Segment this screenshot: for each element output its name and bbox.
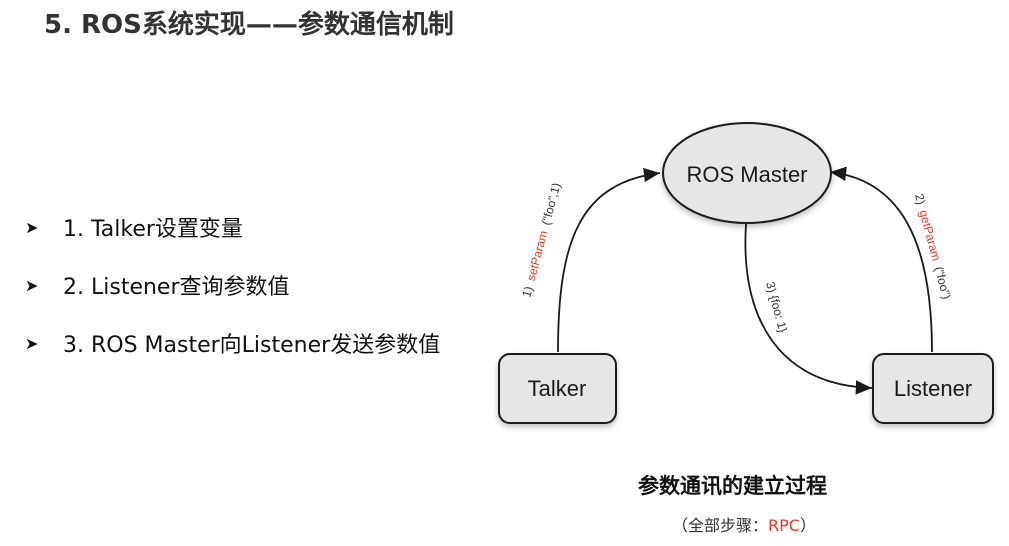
edge2-args: ("foo") [932, 265, 954, 301]
edge1-label: 1) setParam ("foo",1) [519, 181, 563, 299]
page-title: 5. ROS系统实现——参数通信机制 [44, 10, 454, 40]
subcaption-rpc: RPC [768, 516, 800, 535]
edge2-num: 2) [912, 192, 928, 206]
edge3-label: 3) {foo: 1} [763, 280, 790, 334]
bullet-item: ➤ 3. ROS Master向Listener发送参数值 [25, 323, 440, 363]
bullet-item: ➤ 1. Talker设置变量 [25, 207, 440, 247]
listener-node [872, 353, 994, 424]
diagram-subcaption: （全部步骤：RPC） [672, 512, 816, 536]
bullet-text: 1. Talker设置变量 [63, 217, 243, 242]
bullet-list: ➤ 1. Talker设置变量 ➤ 2. Listener查询参数值 ➤ 3. … [25, 207, 440, 381]
listener-label: Listener [894, 376, 972, 401]
edge1-num: 1) [519, 285, 535, 299]
ros-master-node [662, 122, 832, 224]
triangle-arrow-icon: ➤ [25, 333, 39, 353]
triangle-arrow-icon: ➤ [25, 275, 39, 295]
subcaption-prefix: （全部步骤： [672, 516, 769, 535]
talker-node [498, 353, 617, 424]
edge-getparam [829, 166, 933, 353]
edge-reply [744, 223, 873, 395]
ros-master-label: ROS Master [686, 162, 807, 187]
bullet-item: ➤ 2. Listener查询参数值 [25, 265, 440, 305]
diagram-caption: 参数通讯的建立过程 [638, 474, 827, 498]
subcaption-suffix: ） [799, 516, 816, 535]
edge1-args: ("foo",1) [539, 181, 564, 226]
edge1-call: setParam [524, 229, 551, 282]
edge-setparam [557, 167, 661, 353]
triangle-arrow-icon: ➤ [25, 217, 39, 237]
bullet-text: 2. Listener查询参数值 [63, 275, 290, 300]
talker-label: Talker [528, 376, 587, 401]
bullet-text: 3. ROS Master向Listener发送参数值 [63, 333, 441, 358]
